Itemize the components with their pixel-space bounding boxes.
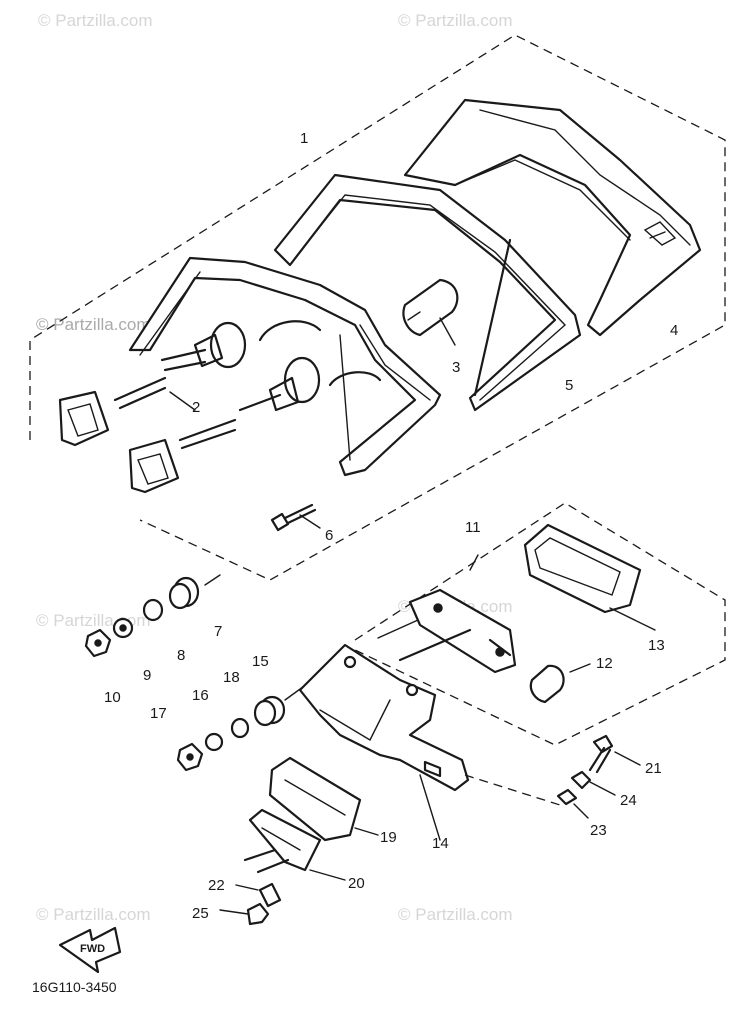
part-11-license-base [377, 554, 517, 674]
fwd-label: FWD [80, 943, 105, 955]
callout-20: 20 [348, 875, 365, 892]
part-2-socket-harness [58, 333, 300, 494]
callout-24: 24 [620, 792, 637, 809]
part-3-bulb [402, 278, 459, 346]
parts-22-25-hardware [219, 882, 282, 926]
callout-labels: 1 2 3 4 5 6 7 8 9 10 11 12 13 14 15 16 1… [104, 130, 678, 922]
callout-25: 25 [192, 905, 209, 922]
part-12-license-bulb [529, 663, 591, 704]
part-6-screw [270, 503, 321, 532]
callout-17: 17 [150, 705, 167, 722]
callout-16: 16 [192, 687, 209, 704]
callout-5: 5 [565, 377, 573, 394]
callout-12: 12 [596, 655, 613, 672]
callout-9: 9 [143, 667, 151, 684]
part-5-gasket [273, 173, 582, 412]
callout-6: 6 [325, 527, 333, 544]
part-19-reflector [268, 756, 379, 842]
callout-18: 18 [223, 669, 240, 686]
watermark-mid-left: © Partzilla.com [36, 315, 151, 334]
callout-15: 15 [252, 653, 269, 670]
callout-11: 11 [465, 519, 481, 536]
diagram-code: 16G110-3450 [32, 979, 117, 995]
part-1-housing [128, 256, 442, 477]
callout-2: 2 [192, 399, 200, 416]
callout-13: 13 [648, 637, 665, 654]
watermark-top-left: © Partzilla.com [38, 11, 153, 30]
watermarks: © Partzilla.com © Partzilla.com © Partzi… [36, 11, 513, 924]
watermark-bottom-right: © Partzilla.com [398, 905, 513, 924]
callout-22: 22 [208, 877, 225, 894]
callout-14: 14 [432, 835, 449, 852]
watermark-bottom-left: © Partzilla.com [36, 905, 151, 924]
callout-8: 8 [177, 647, 185, 664]
callout-1: 1 [300, 130, 308, 147]
part-13-license-lens [523, 523, 656, 631]
parts-21-24-hardware [556, 734, 641, 819]
fwd-arrow: FWD [58, 926, 122, 974]
callout-4: 4 [670, 322, 678, 339]
watermark-lower-left: © Partzilla.com [36, 611, 151, 630]
callout-7: 7 [214, 623, 222, 640]
assembly-1-outline [29, 34, 726, 581]
parts-15-18-fasteners [176, 659, 341, 772]
watermark-top-right: © Partzilla.com [398, 11, 513, 30]
part-20-reflector-bracket [243, 808, 346, 881]
callout-3: 3 [452, 359, 460, 376]
callout-21: 21 [645, 760, 662, 777]
callout-19: 19 [380, 829, 397, 846]
part-14-bracket [298, 628, 561, 841]
part-4-lens-cover [403, 98, 702, 337]
callout-10: 10 [104, 689, 121, 706]
callout-23: 23 [590, 822, 607, 839]
assembly-11-outline [354, 502, 726, 746]
parts-7-10-fasteners [84, 574, 221, 658]
